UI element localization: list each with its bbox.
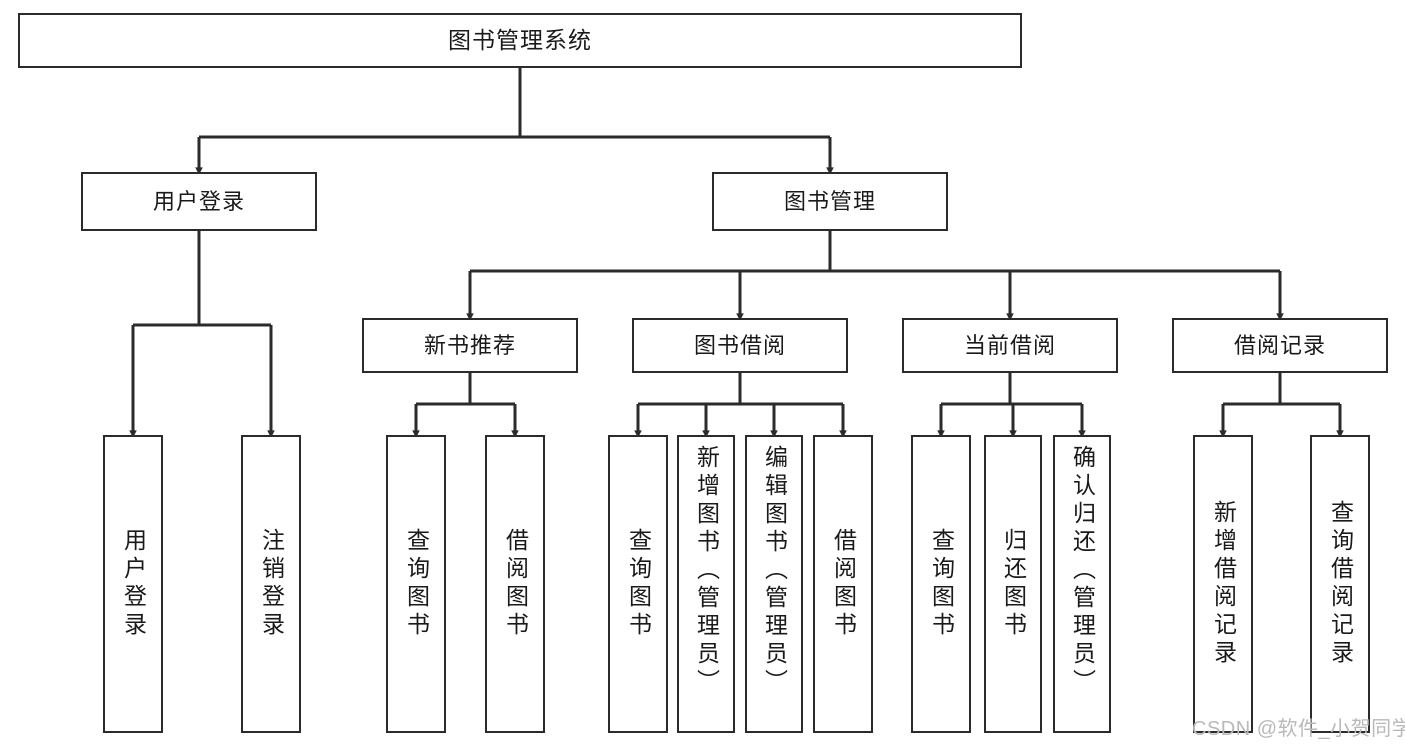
node-label: 注销登录 bbox=[258, 528, 285, 640]
node-label: 查询图书 bbox=[928, 528, 955, 640]
leaf-borrow-book-borrowing[interactable]: 借阅图书 bbox=[813, 435, 873, 733]
node-label: 查询借阅记录 bbox=[1327, 500, 1354, 668]
node-label: 图书借阅 bbox=[693, 332, 786, 358]
leaf-confirm-return-admin[interactable]: 确认归还（管理员） bbox=[1053, 435, 1111, 733]
node-label: 查询图书 bbox=[625, 528, 652, 640]
node-label: 借阅记录 bbox=[1233, 332, 1326, 358]
leaf-query-book-borrowing[interactable]: 查询图书 bbox=[608, 435, 668, 733]
node-label: 借阅图书 bbox=[830, 528, 857, 640]
node-label: 当前借阅 bbox=[963, 332, 1056, 358]
node-book-borrowing[interactable]: 图书借阅 bbox=[632, 318, 848, 373]
leaf-edit-book-admin[interactable]: 编辑图书（管理员） bbox=[745, 435, 803, 733]
leaf-add-borrowing-record[interactable]: 新增借阅记录 bbox=[1193, 435, 1253, 733]
leaf-user-login[interactable]: 用户登录 bbox=[103, 435, 163, 733]
node-new-book-recommendation[interactable]: 新书推荐 bbox=[362, 318, 578, 373]
leaf-user-logout[interactable]: 注销登录 bbox=[241, 435, 301, 733]
leaf-add-book-admin[interactable]: 新增图书（管理员） bbox=[677, 435, 735, 733]
leaf-borrow-book-recommendation[interactable]: 借阅图书 bbox=[485, 435, 545, 733]
node-label: 编辑图书（管理员） bbox=[761, 445, 788, 697]
csdn-watermark: CSDN @软件_小贺同学 bbox=[1192, 718, 1405, 740]
leaf-query-borrowing-record[interactable]: 查询借阅记录 bbox=[1310, 435, 1370, 733]
node-label: 新增图书（管理员） bbox=[693, 445, 720, 697]
node-current-borrowing[interactable]: 当前借阅 bbox=[902, 318, 1118, 373]
node-book-management[interactable]: 图书管理 bbox=[712, 172, 948, 231]
node-label: 借阅图书 bbox=[502, 528, 529, 640]
node-label: 用户登录 bbox=[120, 528, 147, 640]
node-label: 确认归还（管理员） bbox=[1069, 445, 1096, 697]
node-label: 查询图书 bbox=[403, 528, 430, 640]
leaf-query-book-recommendation[interactable]: 查询图书 bbox=[386, 435, 446, 733]
leaf-return-book[interactable]: 归还图书 bbox=[984, 435, 1042, 733]
node-root-book-management-system[interactable]: 图书管理系统 bbox=[18, 13, 1022, 68]
edge-group bbox=[129, 68, 1344, 438]
node-label: 新增借阅记录 bbox=[1210, 500, 1237, 668]
node-label: 用户登录 bbox=[152, 188, 245, 214]
leaf-query-book-current[interactable]: 查询图书 bbox=[911, 435, 971, 733]
node-borrowing-record[interactable]: 借阅记录 bbox=[1172, 318, 1388, 373]
node-label: 新书推荐 bbox=[423, 332, 516, 358]
node-user-login[interactable]: 用户登录 bbox=[81, 172, 317, 231]
node-label: 图书管理 bbox=[783, 188, 876, 214]
node-label: 图书管理系统 bbox=[448, 26, 592, 53]
node-label: 归还图书 bbox=[1000, 528, 1027, 640]
